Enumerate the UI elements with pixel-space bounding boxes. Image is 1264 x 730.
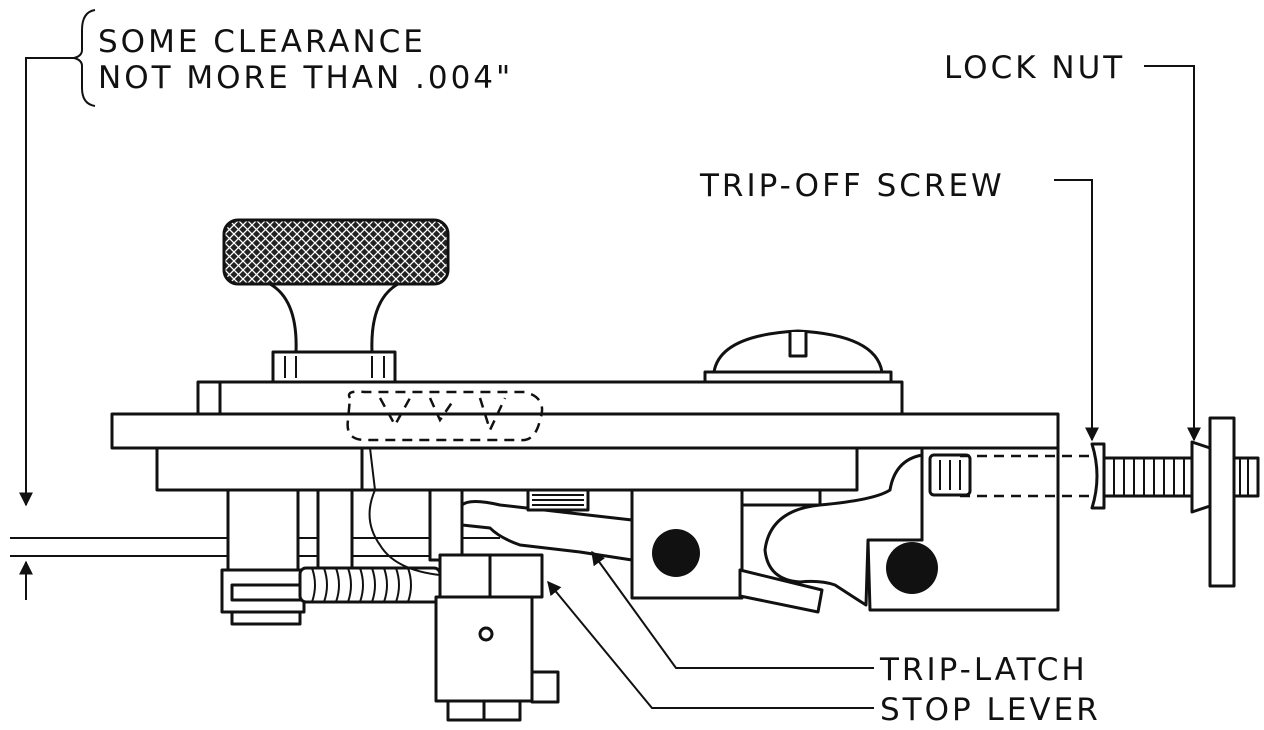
stop-lever [460, 488, 634, 562]
knob-knurled-head [222, 218, 450, 286]
plates [110, 380, 1060, 492]
latch-cam [763, 453, 924, 607]
lower-assembly [220, 447, 560, 722]
slotted-screw-head [703, 329, 893, 384]
lock-nut-label: LOCK NUT [944, 50, 1125, 86]
curly-bracket [73, 9, 96, 107]
knurled-knob [222, 218, 450, 384]
end-plate [1208, 416, 1236, 588]
clearance-annotation: SOME CLEARANCE NOT MORE THAN .004" [10, 9, 513, 600]
frame-housing [738, 446, 1060, 612]
clearance-label-line1: SOME CLEARANCE [98, 24, 426, 60]
middle-post [316, 488, 354, 572]
upper-plate [196, 380, 904, 416]
trip-off-screw-label: TRIP-OFF SCREW [699, 168, 1005, 204]
screw-tip [1232, 456, 1260, 498]
trip-latch-block [630, 488, 824, 614]
stop-lever-body [460, 500, 634, 562]
left-post-screw [220, 568, 306, 614]
clearance-label-line2: NOT MORE THAN .004" [98, 60, 513, 96]
sub-plate [155, 446, 859, 492]
left-post-nut [230, 610, 302, 626]
coil-spring [298, 566, 442, 604]
knob-neck [268, 282, 400, 354]
lower-block [434, 595, 534, 703]
trip-latch-leader [591, 550, 874, 669]
frame-pivot-stud [886, 542, 938, 594]
trip-off-screw-leader [1054, 179, 1099, 442]
lock-nut-leader [1144, 65, 1201, 442]
break-line [368, 447, 441, 576]
inner-post [428, 488, 464, 562]
trip-latch-label: TRIP-LATCH [879, 652, 1088, 688]
trip-latch-pivot [652, 529, 700, 577]
trip-latch-arm [738, 568, 824, 614]
trip-off-screw-assembly [960, 416, 1260, 588]
left-post [226, 488, 300, 572]
base-plate [110, 412, 1060, 450]
lower-block-tab [530, 670, 560, 704]
trip-off-screw-thread [1102, 456, 1202, 498]
screw-hidden-shank [960, 454, 1092, 498]
trip-off-screw-head [1090, 442, 1106, 510]
screw-slot [788, 332, 808, 358]
stop-lever-leader [547, 580, 874, 709]
hidden-clutch-outline [346, 390, 544, 442]
clearance-leader-top [19, 57, 74, 507]
leader-lines [547, 65, 1201, 709]
lock-nut [1190, 440, 1212, 514]
knob-collar [271, 350, 397, 384]
stop-lever-label: STOP LEVER [880, 692, 1101, 728]
frame-tab [738, 488, 822, 507]
